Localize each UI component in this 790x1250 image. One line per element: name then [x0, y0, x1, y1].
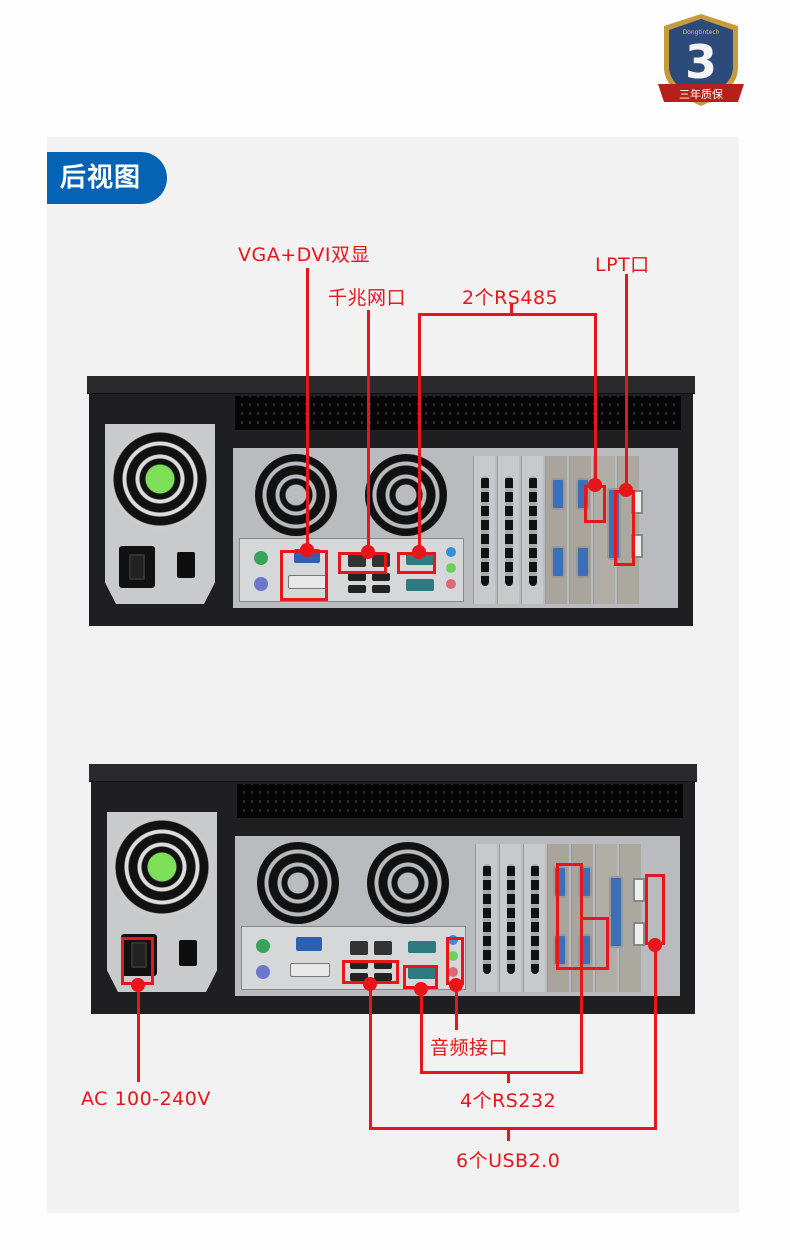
power-switch-icon: [179, 940, 197, 966]
bracket-rs232: [420, 1071, 583, 1074]
fan-icon: [367, 842, 449, 924]
fan-icon: [257, 842, 339, 924]
ac-inlet-icon: [119, 546, 155, 588]
highlight-vga-dvi: [280, 550, 328, 601]
bracket-rs485: [418, 313, 596, 316]
highlight-rs485-card: [584, 485, 606, 523]
leader-line: [306, 268, 309, 550]
power-supply: [107, 812, 217, 992]
io-shield: [239, 538, 464, 602]
content-panel: [47, 137, 739, 1213]
psu-fan-icon: [109, 428, 211, 530]
power-supply: [105, 424, 215, 604]
fan-icon: [255, 454, 337, 536]
io-shield: [241, 926, 466, 990]
label-gigabit-lan: 千兆网口: [328, 287, 407, 309]
chassis-rear-top: [87, 376, 695, 626]
power-switch-icon: [177, 552, 195, 578]
svg-text:三年质保: 三年质保: [679, 87, 723, 101]
highlight-lpt: [614, 490, 635, 566]
label-rs485: 2个RS485: [462, 287, 559, 309]
highlight-rs485-onboard: [397, 552, 436, 574]
bracket-usb: [369, 1127, 657, 1130]
label-rs232: 4个RS232: [460, 1090, 557, 1112]
warranty-badge: Dongtintech 3 三年质保: [658, 12, 744, 108]
fan-icon: [365, 454, 447, 536]
vent-grille: [235, 396, 681, 430]
highlight-lan: [338, 552, 387, 574]
label-audio: 音频接口: [430, 1037, 509, 1059]
svg-text:3: 3: [685, 35, 717, 89]
psu-fan-icon: [111, 816, 213, 918]
svg-text:Dongtintech: Dongtintech: [683, 29, 720, 36]
section-title: 后视图: [47, 152, 167, 204]
leader-line: [367, 310, 370, 550]
leader-line: [137, 985, 140, 1082]
highlight-rs232-card: [580, 917, 609, 970]
vent-grille: [237, 784, 683, 818]
label-lpt: LPT口: [595, 254, 650, 276]
shield-icon: Dongtintech 3 三年质保: [658, 14, 744, 106]
label-vga-dvi: VGA+DVI双显: [238, 244, 371, 266]
label-ac-power: AC 100-240V: [81, 1088, 211, 1110]
leader-line: [625, 274, 628, 490]
highlight-usb-card: [645, 874, 665, 945]
highlight-rs232-card: [556, 863, 583, 970]
label-usb: 6个USB2.0: [456, 1150, 561, 1172]
